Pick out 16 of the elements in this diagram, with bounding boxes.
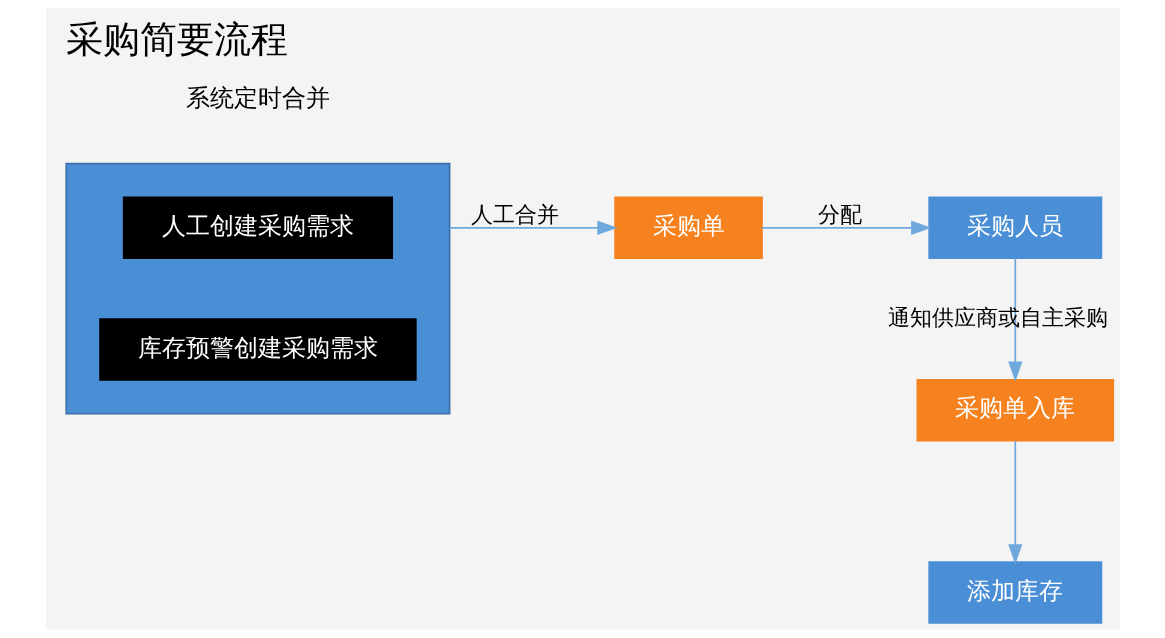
arrow (1007, 257, 1022, 382)
node-box: 采购单 (613, 196, 763, 260)
edge-label: 通知供应商或自主采购 (887, 304, 1108, 330)
node-box: 人工创建采购需求 (122, 196, 393, 260)
arrow (760, 220, 931, 235)
arrow (448, 220, 618, 235)
arrow (1007, 440, 1022, 565)
diagram-title: 采购简要流程 (65, 17, 288, 61)
cluster (64, 162, 450, 415)
node-box: 库存预警创建采购需求 (98, 318, 417, 381)
node-box: 添加库存 (927, 561, 1102, 624)
edge-label: 人工合并 (470, 201, 559, 227)
label: 系统定时合并 (185, 83, 330, 112)
edge-label: 分配 (817, 201, 862, 227)
node-box: 采购单入库 (916, 378, 1114, 442)
node-box: 采购人员 (927, 196, 1102, 260)
